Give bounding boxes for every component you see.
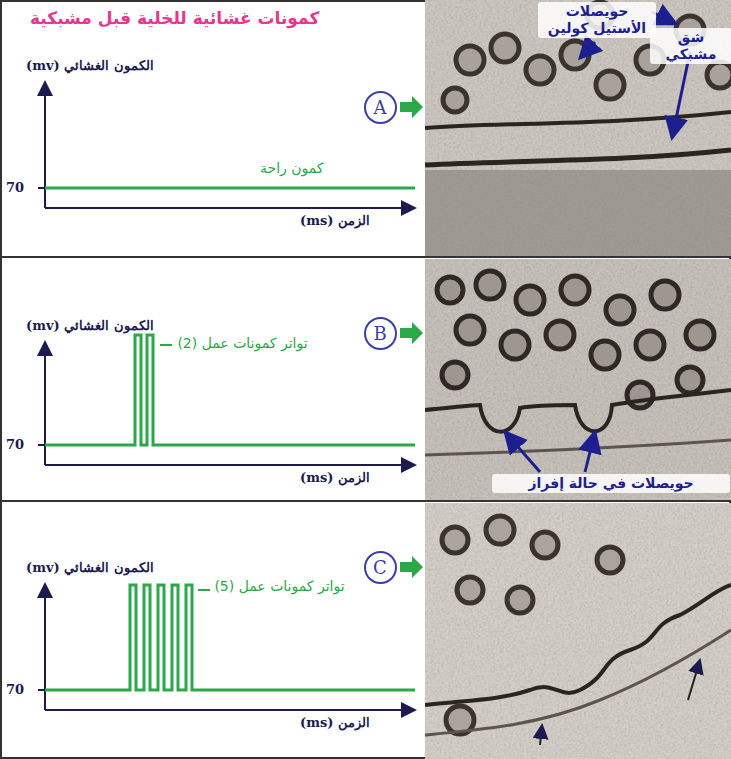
curve-label: تواتر كمونات عمل (5) — [212, 578, 347, 595]
circled-letter: A — [364, 91, 397, 124]
axis-label: الكمون الغشائي (mv) — [26, 560, 154, 576]
circled-letter: C — [364, 551, 397, 584]
cleft-label: شق مشبكي — [650, 28, 731, 64]
vesicle-label: حويصلات في حالة إفراز — [492, 474, 730, 493]
panel-letter: A — [374, 97, 387, 118]
title: كمونات غشائية للخلية قبل مشبكية — [30, 8, 319, 28]
axis-label: الكمون الغشائي (mv) — [26, 318, 154, 334]
axis-value: 70 — [6, 682, 24, 698]
vesicle-label: حويصلات الأستيل كولين — [538, 2, 656, 38]
axis-label: الزمن (ms) — [300, 213, 370, 229]
curve-label: تواتر كمونات عمل (2) — [175, 335, 310, 352]
axis-value: 70 — [6, 437, 24, 453]
panel-letter: C — [373, 557, 387, 578]
curve-label: كمون راحة — [260, 160, 324, 177]
axis-value: 70 — [6, 180, 24, 196]
axis-label: الزمن (ms) — [300, 715, 370, 731]
circled-letter: B — [364, 317, 397, 350]
panel-letter: B — [373, 323, 386, 344]
axis-label: الزمن (ms) — [300, 470, 370, 486]
axis-label: الكمون الغشائي (mv) — [26, 58, 154, 74]
